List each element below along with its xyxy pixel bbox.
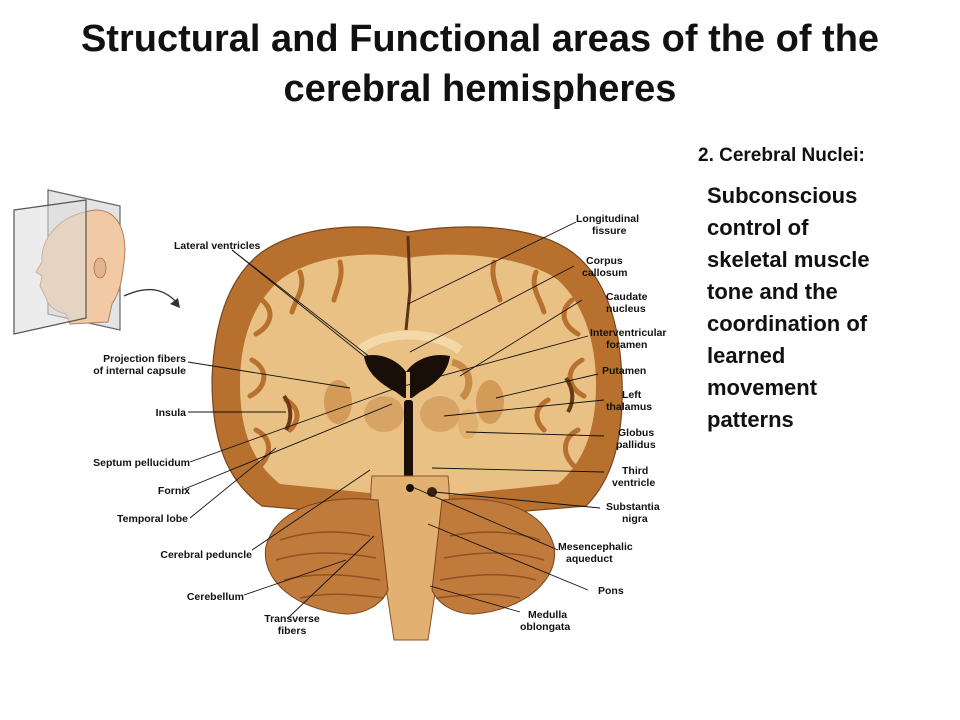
- body-line: movement: [707, 375, 818, 400]
- label-corpus-callosum: Corpus: [586, 255, 623, 267]
- slide-title-line-2: cerebral hemispheres: [283, 68, 677, 110]
- label-corpus-callosum-line-2: callosum: [582, 267, 628, 279]
- label-globus-pallidus: Globus: [618, 427, 654, 439]
- cerebellum-left-shape: [264, 498, 389, 615]
- label-left-thalamus: Left: [622, 389, 642, 401]
- corpus-callosum-shape: [357, 330, 463, 354]
- label-medulla-oblongata-line-2: oblongata: [520, 621, 570, 633]
- thalamus-shape-right: [364, 396, 404, 432]
- arrow-head-icon: [170, 298, 180, 308]
- caudate-nucleus-shape: [450, 358, 473, 401]
- label-putamen: Putamen: [602, 365, 646, 377]
- label-transverse-fibers-line-2: fibers: [278, 625, 307, 637]
- label-septum-pellucidum: Septum pellucidum: [93, 457, 190, 469]
- body-line: Subconscious: [707, 183, 858, 208]
- body-line: coordination of: [707, 311, 868, 336]
- label-substantia-nigra: Substantia: [606, 501, 660, 513]
- section-body: Subconscious control of skeletal muscle …: [707, 180, 952, 436]
- gyri-folds: [247, 259, 587, 469]
- third-ventricle-shape: [404, 400, 413, 484]
- label-insula: Insula: [156, 407, 187, 419]
- label-left-thalamus-line-2: thalamus: [606, 401, 652, 413]
- body-line: learned: [707, 343, 786, 368]
- label-globus-pallidus-line-2: pallidus: [616, 439, 656, 451]
- label-cerebellum: Cerebellum: [187, 591, 244, 603]
- label-projection-fibers: Projection fibers: [103, 353, 186, 365]
- slide-title: Structural and Functional areas of the o…: [0, 14, 960, 114]
- label-cerebral-peduncle: Cerebral peduncle: [160, 549, 252, 561]
- label-substantia-nigra-line-2: nigra: [622, 513, 648, 525]
- putamen-shape: [476, 380, 504, 424]
- label-medulla-oblongata: Medulla: [528, 609, 567, 621]
- label-interventricular-foramen-line-2: foramen: [606, 339, 647, 351]
- label-fornix: Fornix: [158, 485, 190, 497]
- ear-shape: [93, 257, 107, 279]
- orientation-arrow: [123, 288, 179, 305]
- label-projection-fibers-line-2: of internal capsule: [93, 365, 186, 377]
- label-third-ventricle-line-2: ventricle: [612, 477, 655, 489]
- brain-coronal-section-diagram: Lateral ventricles Projection fibers of …: [13, 189, 666, 641]
- body-line: control of: [707, 215, 809, 240]
- aqueduct-shape: [406, 484, 414, 492]
- slide-title-line-1: Structural and Functional areas of the o…: [80, 18, 880, 60]
- label-caudate-nucleus: Caudate: [606, 291, 648, 303]
- body-line: tone and the: [707, 279, 838, 304]
- label-caudate-nucleus-line-2: nucleus: [606, 303, 646, 315]
- globus-pallidus-shape: [458, 409, 478, 439]
- coronal-plane: [13, 199, 87, 335]
- thalamus-shape: [420, 396, 460, 432]
- label-pons: Pons: [598, 585, 624, 597]
- label-longitudinal-fissure-line-2: fissure: [592, 225, 627, 237]
- brain-section: [211, 226, 623, 641]
- leader-lines: [181, 221, 605, 619]
- body-line: patterns: [707, 407, 794, 432]
- label-interventricular-foramen: Interventricular: [590, 327, 666, 339]
- longitudinal-fissure-shape: [404, 235, 412, 331]
- label-temporal-lobe: Temporal lobe: [117, 513, 188, 525]
- label-mesencephalic-aqueduct-line-2: aqueduct: [566, 553, 613, 565]
- label-transverse-fibers: Transverse: [264, 613, 320, 625]
- head-orientation-inset: [13, 189, 180, 335]
- left-labels: Lateral ventricles Projection fibers of …: [93, 240, 320, 637]
- section-heading: 2. Cerebral Nuclei:: [698, 145, 865, 166]
- putamen-shape-left: [324, 380, 352, 424]
- label-lateral-ventricles: Lateral ventricles: [174, 240, 261, 252]
- cerebellum-right-shape: [431, 498, 556, 615]
- body-line: skeletal muscle: [707, 247, 870, 272]
- label-longitudinal-fissure: Longitudinal: [576, 213, 639, 225]
- label-mesencephalic-aqueduct: Mesencephalic: [558, 541, 633, 553]
- label-third-ventricle: Third: [622, 465, 648, 477]
- right-labels: Longitudinal fissure Corpus callosum Cau…: [520, 213, 666, 633]
